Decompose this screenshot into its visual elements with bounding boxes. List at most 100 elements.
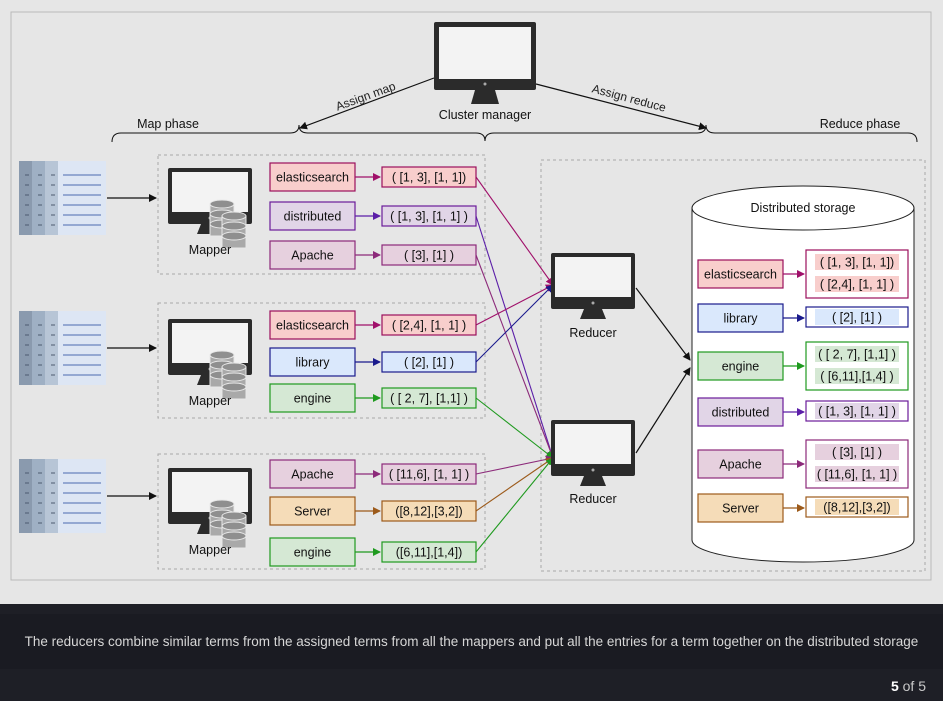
storage-value-text: ( [3], [1] ) [832,446,882,460]
pager-total: of 5 [898,678,926,694]
storage-term-box: Apache [697,449,784,479]
storage-cylinder-top [691,185,915,231]
value-box-text: ( [3], [1] ) [404,249,454,263]
term-box-text: engine [294,392,332,406]
term-box-text: Server [294,505,331,519]
term-box-text: Apache [291,249,333,263]
storage-value-text: ([8,12],[3,2]) [823,501,890,515]
term-box-text: engine [294,546,332,560]
storage-value-text: ( [2,4], [1, 1] ) [820,278,894,292]
assign-map-arrow [299,77,435,130]
storage-value-box: ( [ 2, 7], [1,1] ) ( [6,11],[1,4] ) [805,341,909,391]
value-box: ( [11,6], [1, 1] ) [381,463,477,485]
value-to-reducer-arrow [475,215,555,459]
storage-value-box: ( [3], [1] )( [11,6], [1, 1] ) [805,439,909,489]
mapper-group-2 [157,302,486,419]
reducer-1-icon [551,253,635,319]
storage-term-box: library [697,303,784,333]
value-box: ( [3], [1] ) [381,244,477,266]
term-box: Apache [269,459,356,489]
reducer-2-icon [551,420,635,486]
reducer-2-to-storage-arrow [635,367,691,454]
term-box: Apache [269,240,356,270]
value-to-reducer-arrow [475,254,555,459]
storage-term-box-text: Apache [719,458,761,472]
storage-value-text: ( [6,11],[1,4] ) [820,370,893,384]
term-box-text: library [295,356,330,370]
cluster-manager-monitor-icon [434,22,536,104]
storage-term-box-text: engine [722,360,760,374]
value-box: ([6,11],[1,4]) [381,541,477,563]
storage-value-box: ( [2], [1] ) [805,306,909,328]
storage-term-box: elasticsearch [697,259,784,289]
storage-term-box: distributed [697,397,784,427]
value-to-reducer-arrow [475,284,554,326]
storage-value-box: ([8,12],[3,2]) [805,496,909,518]
value-box-text: ( [2,4], [1, 1] ) [392,319,466,333]
value-box: ( [2], [1] ) [381,351,477,373]
value-box-text: ( [2], [1] ) [404,356,454,370]
value-box-text: ( [1, 3], [1, 1]) [392,171,466,185]
term-box: Server [269,496,356,526]
storage-term-box-text: distributed [712,406,770,420]
term-box-text: Apache [291,468,333,482]
storage-value-box: ( [1, 3], [1, 1]) ( [2,4], [1, 1] ) [805,249,909,299]
storage-term-box-text: elasticsearch [704,268,777,282]
phase-brace [111,124,918,143]
storage-value-text: ( [2], [1] ) [832,311,882,325]
document-stack-icon [19,311,106,385]
value-to-reducer-arrow [475,397,554,459]
assign-reduce-arrow [535,83,707,131]
assign-map-label: Assign map [334,79,398,114]
value-box: ( [ 2, 7], [1,1] ) [381,387,477,409]
pager-current: 5 [890,678,899,694]
value-box-text: ([8,12],[3,2]) [395,505,462,519]
mapper-label: Mapper [189,543,231,557]
value-box-text: ( [1, 3], [1, 1] ) [390,210,468,224]
caption-bar: The reducers combine similar terms from … [0,614,943,669]
reduce-phase-label: Reduce phase [820,117,901,131]
term-box: engine [269,383,356,413]
storage-title: Distributed storage [751,201,856,215]
value-box: ( [1, 3], [1, 1] ) [381,205,477,227]
storage-value-box: ( [1, 3], [1, 1] ) [805,400,909,422]
cluster-manager-label: Cluster manager [439,108,531,122]
value-to-reducer-arrow [475,457,554,553]
value-box: ( [1, 3], [1, 1]) [381,166,477,188]
value-box-text: ( [11,6], [1, 1] ) [389,468,469,482]
mapper-group-3 [157,453,486,570]
database-icon [209,350,247,400]
document-stack-icon [19,459,106,533]
term-box: distributed [269,201,356,231]
outer-frame [10,11,932,581]
value-box-text: ( [ 2, 7], [1,1] ) [390,392,468,406]
storage-term-box-text: Server [722,502,759,516]
storage-value-text: ( [1, 3], [1, 1]) [820,256,894,270]
mapper-label: Mapper [189,394,231,408]
term-box: elasticsearch [269,310,356,340]
term-box-text: elasticsearch [276,171,349,185]
reducer-1-to-storage-arrow [635,287,691,361]
slide-pager: 5 of 5 [891,678,926,694]
diagram-stage: Cluster manager Assign map Assign reduce… [0,0,943,604]
term-box: elasticsearch [269,162,356,192]
value-to-reducer-arrow [475,176,554,286]
storage-term-box: Server [697,493,784,523]
value-to-reducer-arrow [475,455,554,475]
mapper-group-1 [157,154,486,275]
map-phase-label: Map phase [137,117,199,131]
reducer-2-label: Reducer [569,492,616,506]
document-stack-icon [19,161,106,235]
mapper-label: Mapper [189,243,231,257]
reduce-group [540,159,926,572]
value-box: ([8,12],[3,2]) [381,500,477,522]
term-box-text: elasticsearch [276,319,349,333]
assign-reduce-label: Assign reduce [590,82,667,115]
value-box-text: ([6,11],[1,4]) [396,546,462,560]
storage-term-box-text: library [723,312,758,326]
storage-value-text: ( [ 2, 7], [1,1] ) [818,348,896,362]
value-to-reducer-arrow [475,284,554,363]
database-icon [209,199,247,249]
term-box: library [269,347,356,377]
storage-value-text: ( [1, 3], [1, 1] ) [818,405,896,419]
